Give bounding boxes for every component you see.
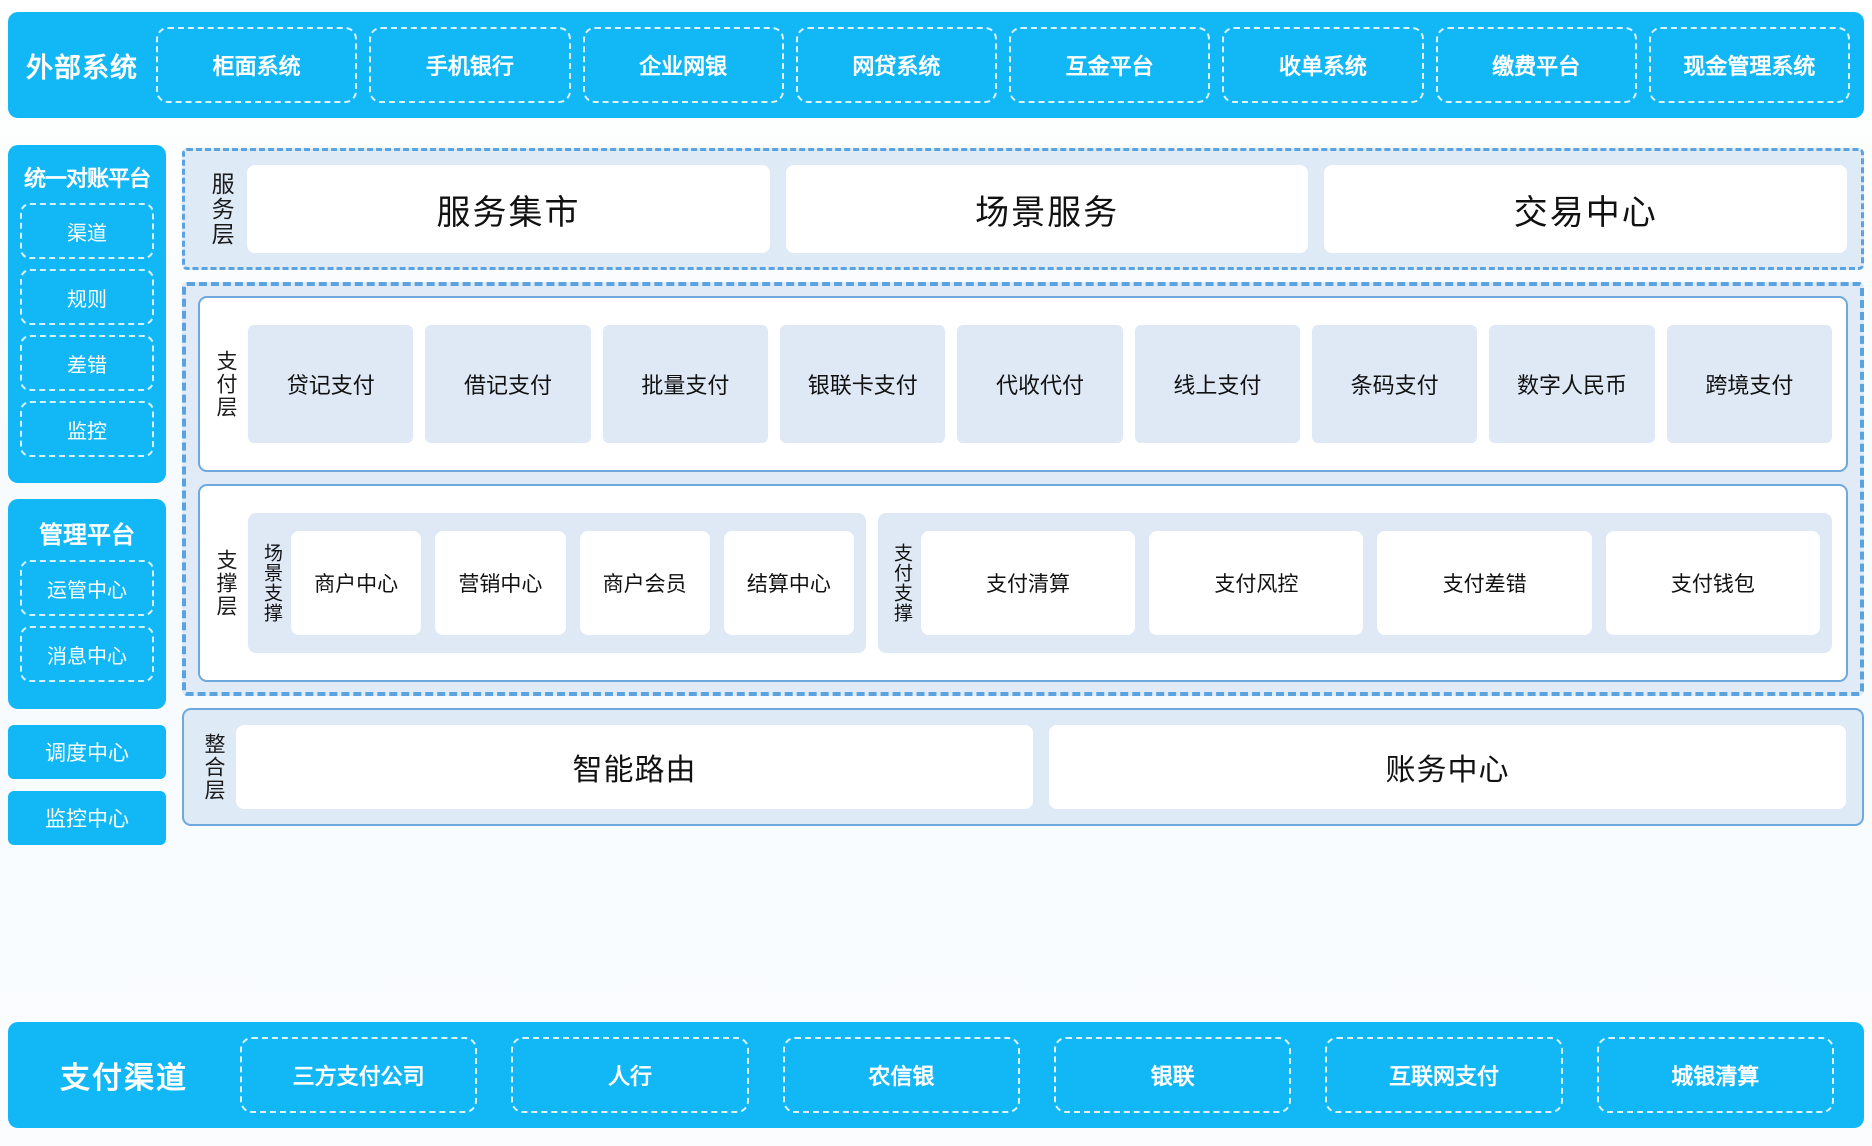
support-group-payment-label: 支付支撑	[890, 543, 912, 623]
payment-channels-list: 三方支付公司 人行 农信银 银联 互联网支付 城银清算	[240, 1037, 1864, 1113]
external-system-item[interactable]: 缴费平台	[1435, 27, 1637, 103]
service-layer-label: 服务层	[208, 171, 235, 247]
support-layer-label: 支撑层	[214, 548, 238, 618]
integration-layer-cards: 智能路由 账务中心	[236, 725, 1847, 809]
support-group-scenario: 场景支撑 商户中心 营销中心 商户会员 结算中心	[248, 513, 867, 653]
external-system-item[interactable]: 手机银行	[369, 27, 571, 103]
sidebar-item-monitor[interactable]: 监控	[20, 401, 154, 457]
sidebar-item-operations-center[interactable]: 运管中心	[20, 560, 154, 616]
sidebar-panel-title: 管理平台	[39, 522, 135, 549]
payment-card-batch[interactable]: 批量支付	[602, 325, 769, 443]
external-system-item[interactable]: 柜面系统	[156, 27, 358, 103]
payment-channel-item[interactable]: 互联网支付	[1325, 1037, 1563, 1113]
payment-card-collection[interactable]: 代收代付	[957, 325, 1123, 443]
sidebar-item-scheduling-center[interactable]: 调度中心	[8, 725, 166, 779]
sidebar-item-rule[interactable]: 规则	[20, 269, 154, 325]
service-layer: 服务层 服务集市 场景服务 交易中心	[182, 148, 1864, 270]
payment-channel-item[interactable]: 三方支付公司	[240, 1037, 478, 1113]
external-systems-list: 柜面系统 手机银行 企业网银 网贷系统 互金平台 收单系统 缴费平台 现金管理系…	[156, 27, 1850, 103]
service-layer-cards: 服务集市 场景服务 交易中心	[247, 165, 1848, 253]
external-system-item[interactable]: 现金管理系统	[1648, 27, 1850, 103]
sidebar-item-error[interactable]: 差错	[20, 335, 154, 391]
support-card-merchant-center[interactable]: 商户中心	[290, 531, 422, 635]
integration-layer: 整合层 智能路由 账务中心	[182, 708, 1864, 826]
core-platform-container: 支付层 贷记支付 借记支付 批量支付 银联卡支付 代收代付 线上支付 条码支付 …	[182, 282, 1864, 696]
payment-card-barcode[interactable]: 条码支付	[1312, 325, 1478, 443]
payment-channel-item[interactable]: 银联	[1053, 1037, 1292, 1113]
support-group-payment-cards: 支付清算 支付风控 支付差错 支付钱包	[920, 531, 1820, 635]
sidebar-panel-management: 管理平台 运管中心 消息中心	[8, 499, 166, 709]
payment-card-digital-rmb[interactable]: 数字人民币	[1489, 325, 1655, 443]
integration-card-accounting-center[interactable]: 账务中心	[1049, 725, 1847, 809]
support-layer-groups: 场景支撑 商户中心 营销中心 商户会员 结算中心 支付支撑 支付清算 支付风控 …	[248, 513, 1832, 653]
sidebar-item-monitoring-center[interactable]: 监控中心	[8, 791, 166, 845]
external-system-item[interactable]: 收单系统	[1222, 27, 1424, 103]
support-card-settlement-center[interactable]: 结算中心	[723, 531, 855, 635]
payment-card-cross-border[interactable]: 跨境支付	[1666, 325, 1832, 443]
support-group-scenario-label: 场景支撑	[260, 543, 282, 623]
service-card-scenario[interactable]: 场景服务	[785, 165, 1309, 253]
left-sidebar: 统一对账平台 渠道 规则 差错 监控 管理平台 运管中心 消息中心 调度中心 监…	[8, 145, 166, 1007]
payment-channel-item[interactable]: 城银清算	[1596, 1037, 1834, 1113]
external-system-item[interactable]: 企业网银	[582, 27, 784, 103]
external-system-item[interactable]: 网贷系统	[795, 27, 997, 103]
payment-card-online[interactable]: 线上支付	[1134, 325, 1301, 443]
payment-layer-cards: 贷记支付 借记支付 批量支付 银联卡支付 代收代付 线上支付 条码支付 数字人民…	[248, 325, 1832, 443]
integration-card-smart-routing[interactable]: 智能路由	[236, 725, 1034, 809]
sidebar-panel-title: 统一对账平台	[23, 166, 151, 191]
payment-card-credit[interactable]: 贷记支付	[248, 325, 414, 443]
payment-layer: 支付层 贷记支付 借记支付 批量支付 银联卡支付 代收代付 线上支付 条码支付 …	[198, 296, 1848, 472]
external-systems-bar: 外部系统 柜面系统 手机银行 企业网银 网贷系统 互金平台 收单系统 缴费平台 …	[8, 12, 1864, 118]
sidebar-panel-reconciliation: 统一对账平台 渠道 规则 差错 监控	[8, 145, 166, 483]
payment-card-unionpay[interactable]: 银联卡支付	[780, 325, 946, 443]
payment-channels-title: 支付渠道	[60, 1062, 188, 1095]
support-card-payment-clearing[interactable]: 支付清算	[920, 531, 1136, 635]
sidebar-item-message-center[interactable]: 消息中心	[20, 626, 154, 682]
payment-layer-label: 支付层	[214, 349, 238, 419]
payment-channel-item[interactable]: 农信银	[782, 1037, 1020, 1113]
support-layer: 支撑层 场景支撑 商户中心 营销中心 商户会员 结算中心 支付支撑 支付清算	[198, 484, 1848, 682]
support-card-payment-error[interactable]: 支付差错	[1377, 531, 1592, 635]
external-system-item[interactable]: 互金平台	[1009, 27, 1211, 103]
support-group-scenario-cards: 商户中心 营销中心 商户会员 结算中心	[290, 531, 855, 635]
service-card-transaction[interactable]: 交易中心	[1324, 165, 1848, 253]
service-card-marketplace[interactable]: 服务集市	[247, 165, 770, 253]
support-card-payment-wallet[interactable]: 支付钱包	[1605, 531, 1820, 635]
payment-card-debit[interactable]: 借记支付	[425, 325, 591, 443]
support-card-merchant-member[interactable]: 商户会员	[579, 531, 710, 635]
support-group-payment: 支付支撑 支付清算 支付风控 支付差错 支付钱包	[878, 513, 1832, 653]
payment-channel-item[interactable]: 人行	[511, 1037, 749, 1113]
integration-layer-label: 整合层	[202, 732, 226, 802]
external-systems-title: 外部系统	[26, 52, 138, 83]
payment-channels-bar: 支付渠道 三方支付公司 人行 农信银 银联 互联网支付 城银清算	[8, 1022, 1864, 1128]
support-card-payment-riskcontrol[interactable]: 支付风控	[1149, 531, 1364, 635]
support-card-marketing-center[interactable]: 营销中心	[435, 531, 566, 635]
sidebar-item-channel[interactable]: 渠道	[20, 203, 154, 259]
